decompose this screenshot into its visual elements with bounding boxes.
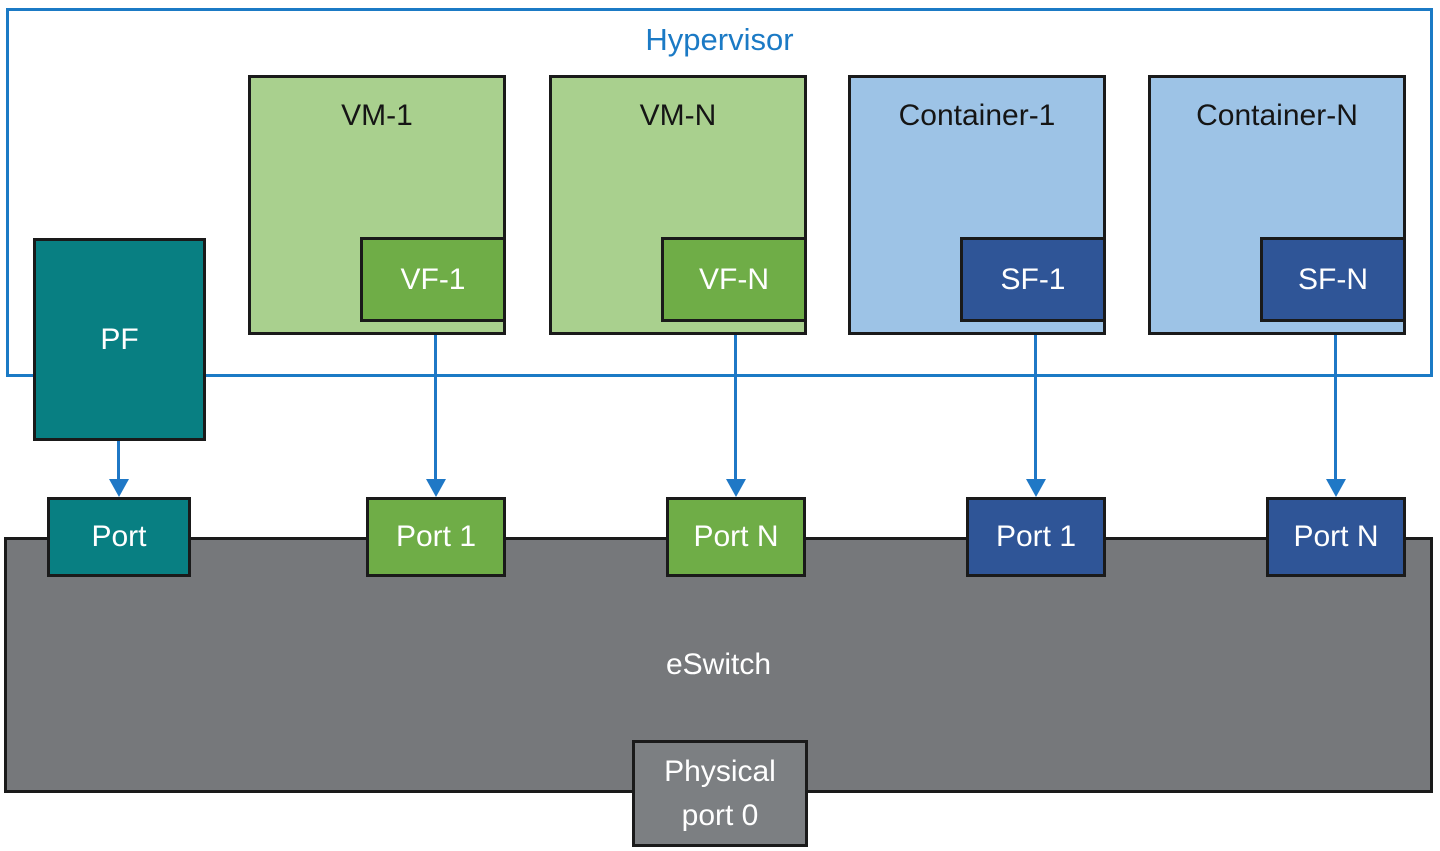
arrow-vf1-to-port1-shaft — [434, 334, 437, 481]
pf-label: PF — [100, 322, 139, 356]
eswitch-port-pf: Port — [47, 497, 191, 577]
arrow-vfn-to-portn-shaft — [734, 334, 737, 481]
vm-1-label: VM-1 — [341, 99, 413, 132]
container-n-label: Container-N — [1196, 99, 1358, 132]
arrow-pf-to-port-head — [109, 479, 129, 497]
arrow-pf-to-port-shaft — [117, 441, 120, 481]
hypervisor-box: Hypervisor — [6, 8, 1433, 377]
vf-n-label: VF-N — [699, 262, 769, 296]
eswitch-port-sfn-label: Port N — [1293, 520, 1379, 553]
physical-port-0-label-line1: Physical — [664, 754, 776, 788]
sf-n-box: SF-N — [1260, 237, 1406, 322]
container-1-box: Container-1 SF-1 — [848, 75, 1106, 335]
sf-n-label: SF-N — [1298, 262, 1368, 296]
arrow-vfn-to-portn-head — [726, 479, 746, 497]
hypervisor-label: Hypervisor — [645, 22, 794, 57]
eswitch-label: eSwitch — [665, 648, 772, 681]
eswitch-port-vfn: Port N — [666, 497, 806, 577]
vm-1-box: VM-1 VF-1 — [248, 75, 506, 335]
vf-n-box: VF-N — [661, 237, 807, 322]
arrow-vf1-to-port1-head — [426, 479, 446, 497]
pf-box: PF — [33, 238, 206, 441]
eswitch-port-sf1-label: Port 1 — [995, 520, 1077, 553]
physical-port-0-box: Physical port 0 — [632, 740, 808, 847]
vm-n-label: VM-N — [639, 99, 717, 132]
sf-1-label: SF-1 — [1000, 262, 1066, 296]
eswitch-port-sf1: Port 1 — [966, 497, 1106, 577]
arrow-sf1-to-port1-head — [1026, 479, 1046, 497]
vf-1-box: VF-1 — [360, 237, 506, 322]
physical-port-0-label-line2: port 0 — [681, 798, 759, 832]
eswitch-port-vf1-label: Port 1 — [395, 520, 477, 553]
arrow-sfn-to-portn-shaft — [1334, 334, 1337, 481]
sf-1-box: SF-1 — [960, 237, 1106, 322]
vm-n-box: VM-N VF-N — [549, 75, 807, 335]
arrow-sfn-to-portn-head — [1326, 479, 1346, 497]
container-n-box: Container-N SF-N — [1148, 75, 1406, 335]
container-1-label: Container-1 — [898, 99, 1056, 132]
eswitch-port-sfn: Port N — [1266, 497, 1406, 577]
arrow-sf1-to-port1-shaft — [1034, 334, 1037, 481]
eswitch-port-vf1: Port 1 — [366, 497, 506, 577]
eswitch-port-vfn-label: Port N — [693, 520, 779, 553]
eswitch-port-pf-label: Port — [91, 520, 147, 553]
vf-1-label: VF-1 — [400, 262, 466, 296]
